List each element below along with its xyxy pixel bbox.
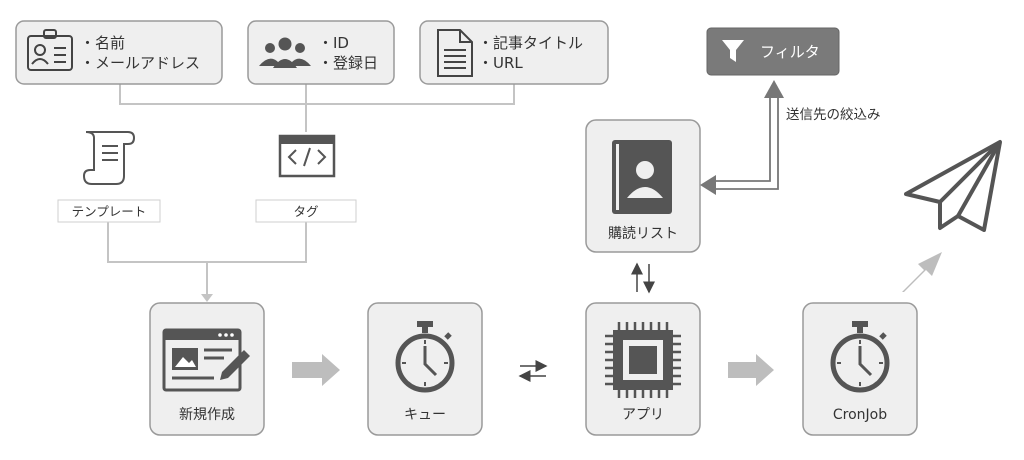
- article-data-item: ・URL: [478, 54, 523, 72]
- users-icon: [259, 37, 311, 68]
- member-data-item: ・登録日: [318, 54, 378, 72]
- app-node-label: アプリ: [622, 407, 664, 423]
- paper-plane-icon: [904, 140, 1002, 232]
- edit-window-icon: [162, 328, 250, 392]
- template-tag-join-line: [107, 222, 307, 298]
- filter-edge-label: 送信先の絞込み: [786, 107, 881, 123]
- subscribers-arrowhead: [700, 175, 716, 195]
- filter-connector: [714, 96, 779, 190]
- stopwatch-icon: [395, 321, 455, 393]
- connectors: [107, 84, 515, 298]
- create-node: 新規作成: [149, 302, 265, 436]
- template-label: テンプレート: [72, 204, 147, 219]
- filter-label: フィルタ: [760, 43, 820, 61]
- stopwatch-icon: [830, 321, 890, 393]
- tag-label: タグ: [293, 204, 318, 219]
- subscribers-node: 購読リスト: [585, 119, 701, 253]
- contact-book-icon: [612, 140, 672, 214]
- flow-arrow-create-to-queue: [292, 354, 340, 386]
- cronjob-node: CronJob: [802, 302, 918, 436]
- cronjob-node-label: CronJob: [833, 407, 887, 423]
- filter-node: フィルタ: [706, 27, 840, 76]
- flow-arrow-cronjob-to-send: [902, 252, 942, 292]
- cpu-chip-icon: [605, 322, 681, 398]
- filter-arrowhead: [764, 80, 784, 98]
- source-join-line: [119, 84, 515, 132]
- user-data-item: ・メールアドレス: [80, 54, 200, 72]
- queue-app-exchange-arrows: [518, 360, 548, 382]
- user-data-box: ・名前 ・メールアドレス: [15, 20, 223, 85]
- article-data-item: ・記事タイトル: [478, 34, 583, 52]
- article-data-box: ・記事タイトル ・URL: [419, 20, 609, 85]
- user-data-item: ・名前: [80, 34, 125, 52]
- tag-group: タグ: [255, 134, 357, 223]
- filter-icon: [722, 40, 744, 62]
- member-data-item: ・ID: [318, 34, 349, 52]
- document-icon: [437, 29, 473, 77]
- member-data-box: ・ID ・登録日: [247, 20, 395, 85]
- queue-node: キュー: [367, 302, 483, 436]
- queue-node-label: キュー: [404, 407, 446, 423]
- app-subscribers-exchange-arrows: [631, 262, 655, 294]
- scroll-icon: [82, 131, 136, 185]
- code-window-icon: [278, 134, 336, 178]
- flow-arrow-app-to-cronjob: [728, 354, 774, 386]
- app-node: アプリ: [585, 302, 701, 436]
- create-node-label: 新規作成: [179, 407, 235, 423]
- id-card-icon: [27, 29, 73, 71]
- subscribers-node-label: 購読リスト: [608, 225, 678, 242]
- template-group: テンプレート: [57, 131, 161, 223]
- template-to-create-arrowhead: [201, 294, 213, 302]
